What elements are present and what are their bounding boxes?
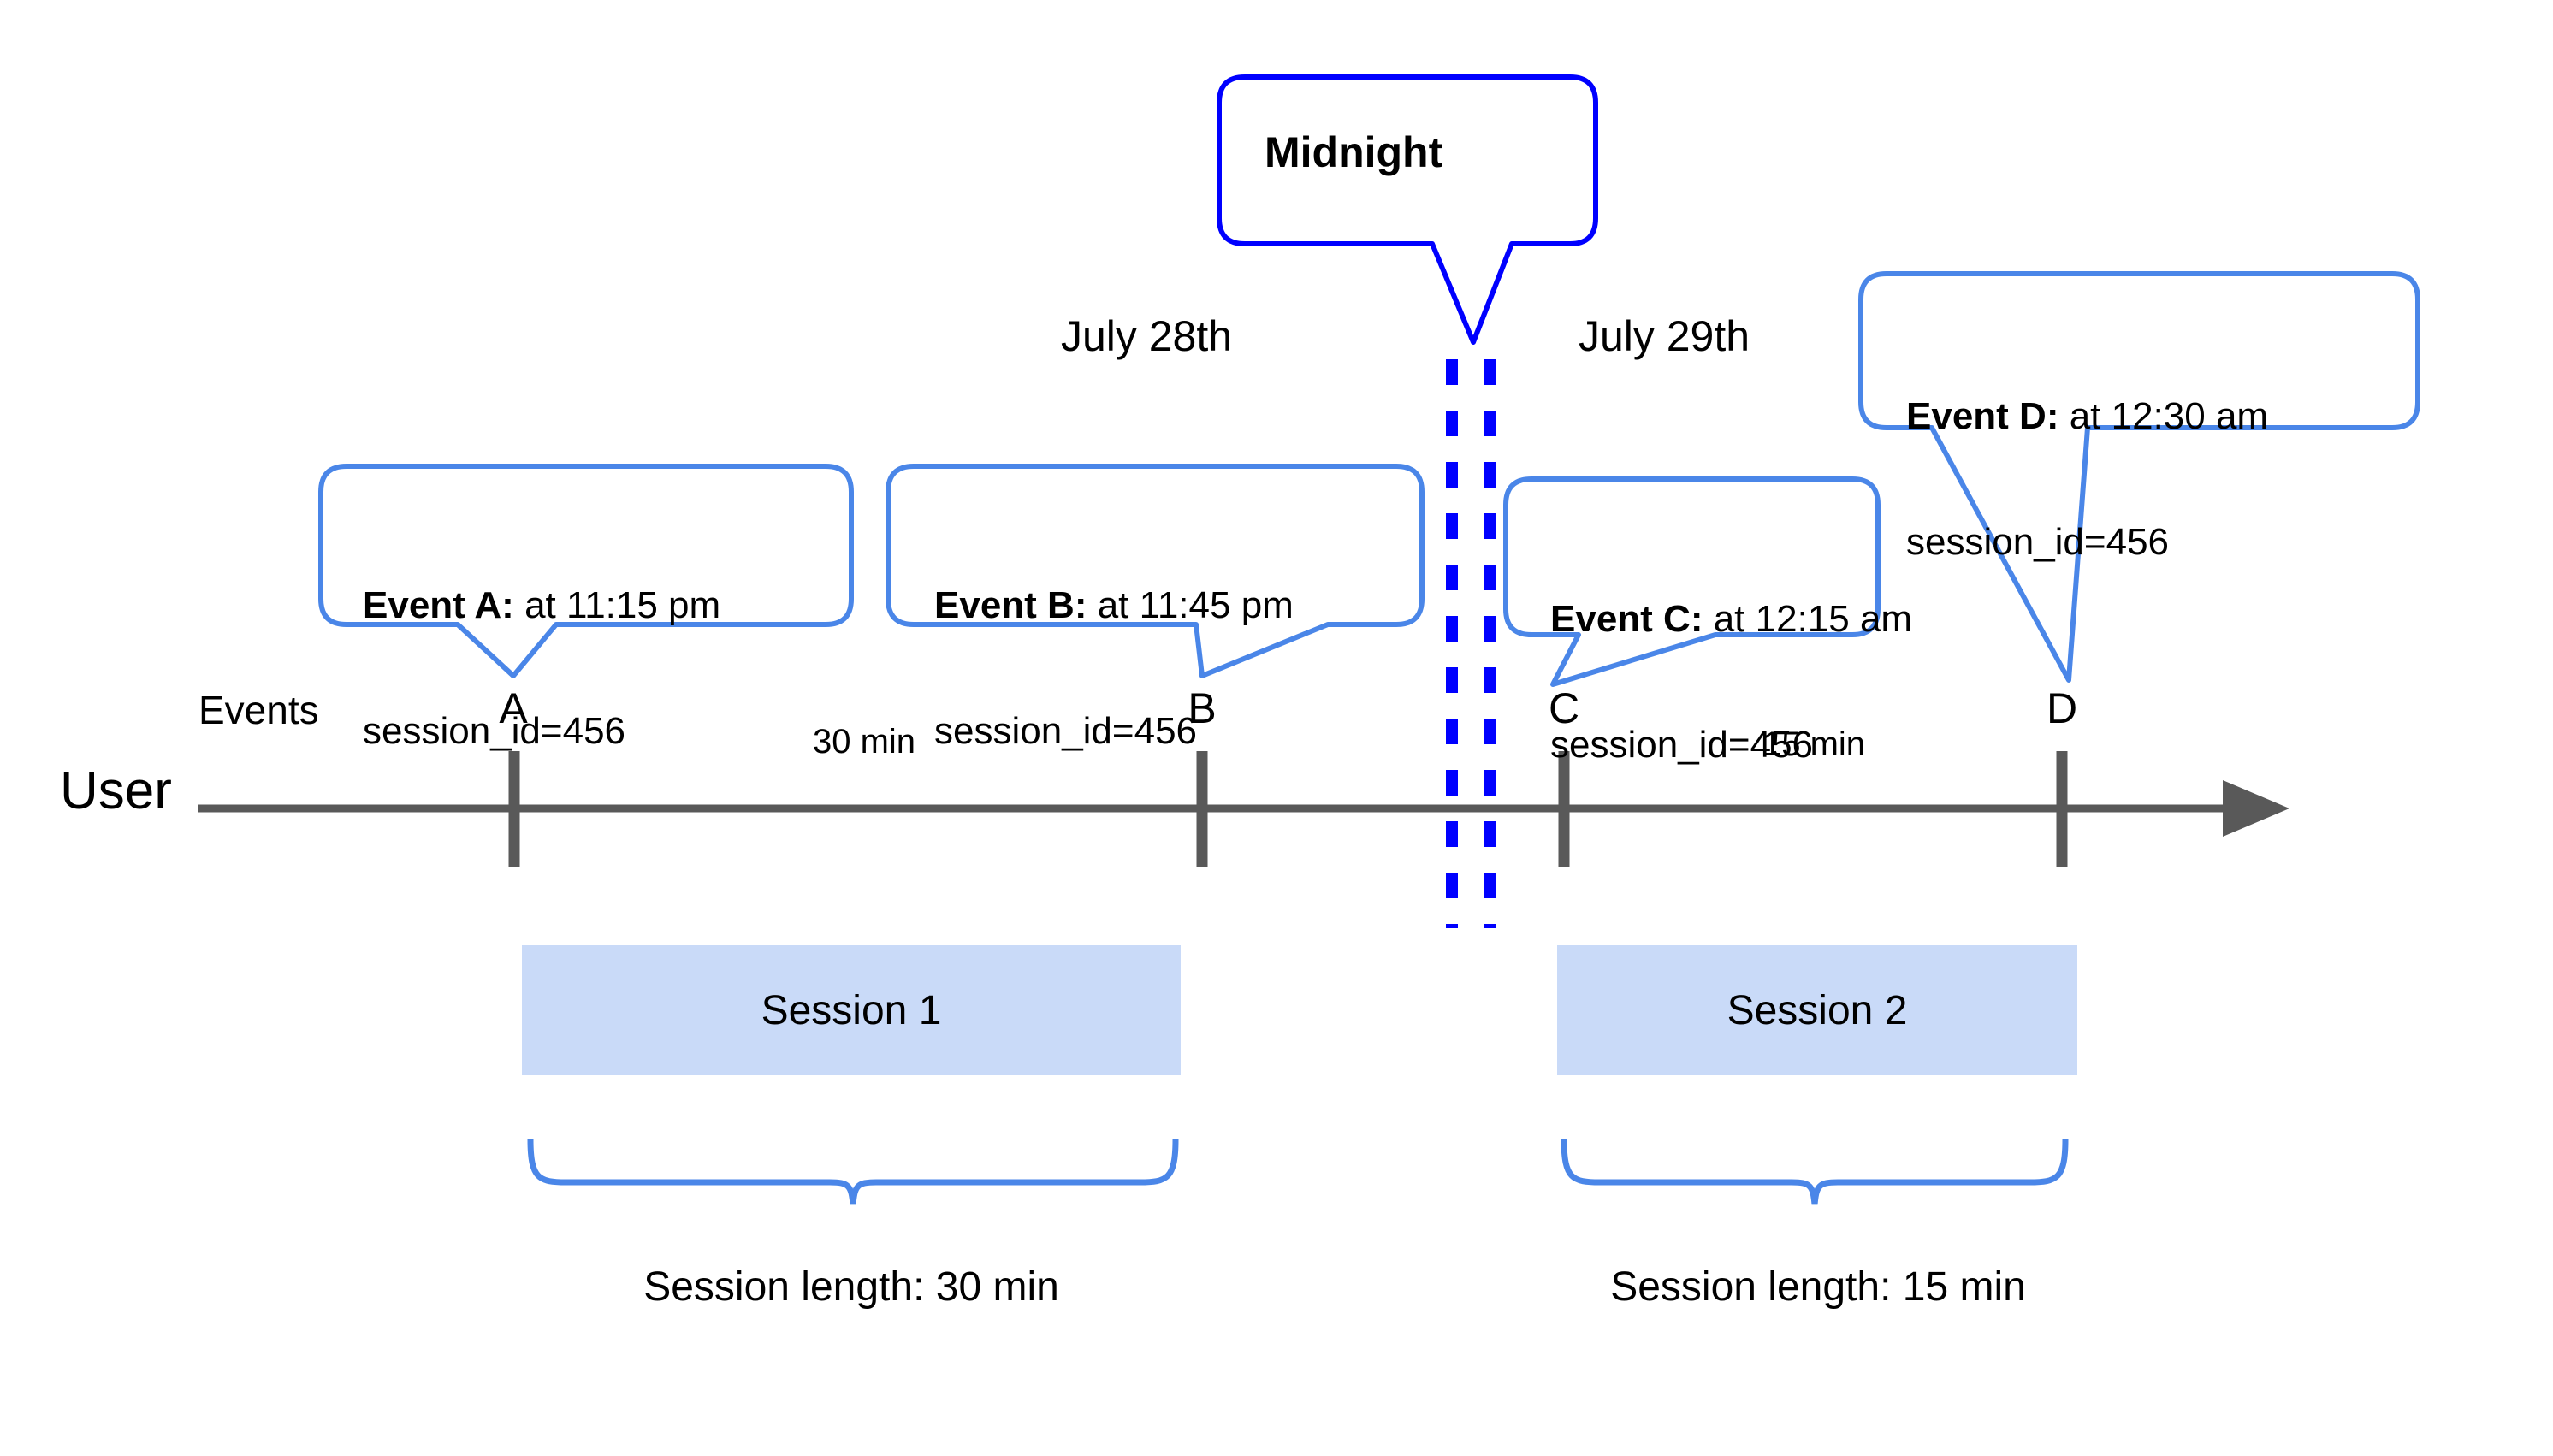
session-1-length-caption: Session length: 30 min [643, 1264, 1059, 1310]
midnight-divider [1446, 359, 1496, 928]
event-a-title: Event A: [363, 583, 514, 626]
midnight-label: Midnight [1265, 128, 1443, 176]
event-c-title: Event C: [1550, 597, 1703, 640]
duration-label-a-to-b: 30 min [812, 723, 916, 761]
session-2-label: Session 2 [1727, 988, 1908, 1033]
event-a-callout-text: Event A: at 11:15 pm session_id=456 [363, 500, 720, 837]
tick-letter-c: C [1548, 684, 1580, 732]
axis-arrowhead [2223, 780, 2289, 837]
event-c-callout-text: Event C: at 12:15 am session_id=456 [1550, 513, 1912, 850]
tick-letter-b: B [1188, 684, 1217, 732]
event-b-line-2: session_id=456 [934, 710, 1198, 753]
event-d-title: Event D: [1906, 394, 2059, 437]
event-c-line-2: session_id=456 [1550, 724, 1814, 766]
date-label-july-29: July 29th [1578, 312, 1750, 360]
session-2-brace [1561, 1139, 2069, 1205]
event-a-line-1: Event A: at 11:15 pm [363, 584, 720, 626]
axis-events-label: Events [198, 688, 319, 732]
event-b-line-1: Event B: at 11:45 pm [934, 584, 1294, 626]
session-1-brace [527, 1139, 1179, 1205]
event-a-line-2: session_id=456 [363, 710, 626, 753]
event-b-detail: at 11:45 pm [1087, 583, 1294, 626]
session-2-length-caption: Session length: 15 min [1610, 1264, 2026, 1310]
event-c-line-1: Event C: at 12:15 am [1550, 598, 1912, 640]
event-b-title: Event B: [934, 583, 1087, 626]
event-b-callout-text: Event B: at 11:45 pm session_id=456 [934, 500, 1294, 837]
session-braces [527, 1139, 2069, 1205]
date-label-july-28: July 28th [1060, 312, 1233, 360]
tick-letter-a: A [499, 684, 528, 732]
axis-row-label-user: User [60, 761, 172, 820]
event-a-detail: at 11:15 pm [513, 583, 721, 626]
midnight-callout-shape [1217, 74, 1598, 345]
event-d-callout-text: Event D: at 12:30 am session_id=456 [1906, 311, 2268, 648]
duration-label-c-to-d: 15 min [1762, 725, 1866, 763]
event-d-line-2: session_id=456 [1906, 521, 2170, 564]
session-1-label: Session 1 [761, 988, 942, 1033]
event-d-line-1: Event D: at 12:30 am [1906, 395, 2268, 437]
midnight-callout[interactable] [1217, 74, 1598, 345]
event-c-detail: at 12:15 am [1703, 597, 1913, 640]
tick-letter-d: D [2046, 684, 2078, 732]
event-d-detail: at 12:30 am [2058, 394, 2269, 437]
